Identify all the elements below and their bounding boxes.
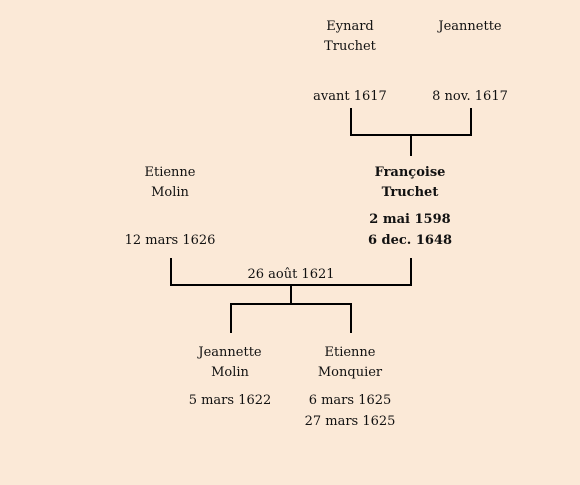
child-2-drop-line bbox=[350, 303, 352, 333]
mother-drop-line bbox=[470, 108, 472, 136]
child-2-death-date: 27 mars 1625 bbox=[304, 414, 396, 429]
subject-dates: 2 mai 1598 6 dec. 1648 bbox=[340, 209, 480, 251]
subject-death-date: 6 dec. 1648 bbox=[367, 233, 453, 248]
child-1-last-name: Molin bbox=[211, 365, 249, 380]
spouse-last-name: Molin bbox=[151, 185, 189, 200]
child-2-birth-date: 6 mars 1625 bbox=[308, 393, 392, 408]
child-2-first-name: Etienne bbox=[324, 345, 376, 360]
spouse-drop-line bbox=[170, 258, 172, 286]
marriage-date: 26 août 1621 bbox=[247, 267, 335, 282]
spouse-name: Etienne Molin bbox=[100, 163, 240, 203]
subject-last-name: Truchet bbox=[381, 185, 439, 200]
subject-name: Françoise Truchet bbox=[340, 163, 480, 203]
child-1-first-name: Jeannette bbox=[198, 345, 262, 360]
spouse-death-date: 12 mars 1626 bbox=[124, 233, 216, 248]
subject-drop-line bbox=[410, 258, 412, 286]
spouse-first-name: Etienne bbox=[144, 165, 196, 180]
subject-first-name: Françoise bbox=[374, 165, 446, 180]
child-2-name: Etienne Monquier bbox=[280, 343, 420, 383]
child-2-dates: 6 mars 1625 27 mars 1625 bbox=[280, 390, 420, 432]
child-1-drop-line bbox=[230, 303, 232, 333]
father-last-name: Truchet bbox=[324, 39, 376, 54]
child-1-dates: 5 mars 1622 bbox=[160, 390, 300, 411]
mother-name: Jeannette bbox=[400, 17, 540, 37]
father-death-date: avant 1617 bbox=[313, 89, 387, 104]
father-drop-line bbox=[350, 108, 352, 136]
father-first-name: Eynard bbox=[326, 19, 374, 34]
child-2-last-name: Monquier bbox=[317, 365, 383, 380]
child-1-name: Jeannette Molin bbox=[160, 343, 300, 383]
father-name: Eynard Truchet bbox=[280, 17, 420, 57]
child-1-birth-date: 5 mars 1622 bbox=[188, 393, 272, 408]
mother-first-name: Jeannette bbox=[438, 19, 502, 34]
parents-to-subject-line bbox=[410, 134, 412, 156]
couple-to-children-line bbox=[290, 284, 292, 305]
mother-death-date: 8 nov. 1617 bbox=[432, 89, 508, 104]
children-join-line bbox=[230, 303, 352, 305]
subject-birth-date: 2 mai 1598 bbox=[369, 212, 451, 227]
